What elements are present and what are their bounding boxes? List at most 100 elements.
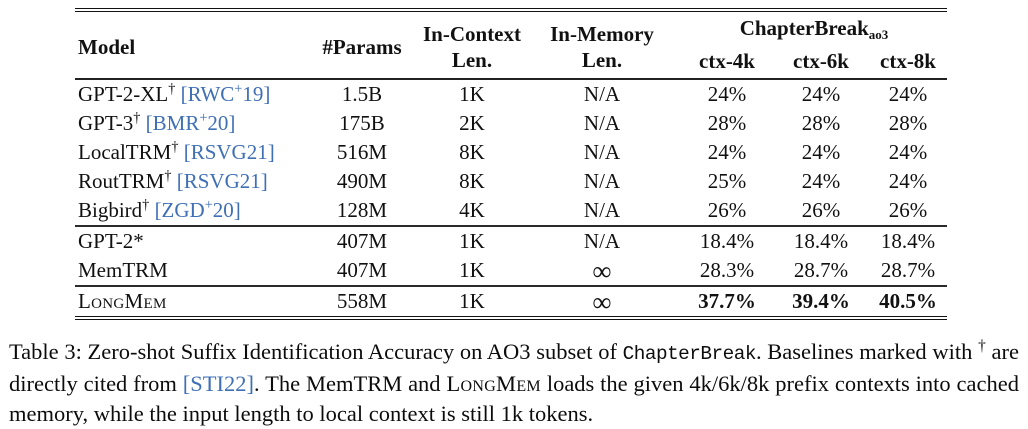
model-cell: LongMem <box>75 285 303 318</box>
cell-ctx-6k: 28.7% <box>793 258 849 282</box>
model-cell: GPT-3† [BMR+20] <box>75 109 303 138</box>
dagger-mark: † <box>168 81 176 97</box>
cell-params: 175B <box>339 111 385 135</box>
table-row: GPT-3† [BMR+20] 175B 2K N/A 28% 28% 28% <box>75 109 947 138</box>
cell-in-memory: ∞ <box>592 255 612 286</box>
cell-in-context: 1K <box>459 258 485 282</box>
chapterbreak-title: ChapterBreak <box>739 16 869 40</box>
cell-in-context: 1K <box>421 285 523 318</box>
cell-ctx-6k: 39.4% <box>773 285 869 318</box>
cell-params: 516M <box>336 140 388 164</box>
caption-smallcaps-text: LongMem <box>446 371 541 396</box>
in-context-line1: In-Context <box>423 21 521 46</box>
cell-in-context: 8K <box>459 140 485 164</box>
col-header-model: Model <box>78 34 136 59</box>
cell-params: 558M <box>303 285 421 318</box>
cell-params: 128M <box>336 198 388 222</box>
dagger-mark: † <box>164 168 172 184</box>
cell-ctx-4k: 24% <box>707 140 747 164</box>
plus-superscript: + <box>204 197 213 213</box>
model-cell: GPT-2* <box>75 225 303 256</box>
model-name: Bigbird <box>78 198 143 222</box>
plus-superscript: + <box>234 81 243 97</box>
cell-ctx-8k: 24% <box>888 140 928 164</box>
cell-params: 407M <box>303 225 421 256</box>
table-row: LocalTRM† [RSVG21] 516M 8K N/A 24% 24% 24% <box>75 138 947 167</box>
caption-text: . Baselines marked with <box>755 339 979 364</box>
cell-ctx-6k: 24% <box>801 82 841 106</box>
caption-mono-text: ChapterBreak <box>622 343 757 365</box>
citation-link[interactable]: [BMR+20] <box>145 110 236 135</box>
caption-text: . The MemTRM and <box>254 371 447 396</box>
cell-in-memory: N/A <box>583 198 621 222</box>
cell-in-memory: N/A <box>583 140 621 164</box>
dagger-mark: † <box>171 139 179 155</box>
model-name: GPT-2* <box>78 229 144 253</box>
cell-ctx-8k: 40.5% <box>869 285 947 318</box>
model-name: RoutTRM <box>78 169 165 193</box>
citation-link[interactable]: [ZGD+20] <box>154 197 241 222</box>
cell-in-memory: ∞ <box>523 285 681 318</box>
model-cell: LocalTRM† [RSVG21] <box>75 138 303 167</box>
cell-ctx-8k: 24% <box>888 169 928 193</box>
cell-in-context: 4K <box>459 198 485 222</box>
citation-link[interactable]: [RWC+19] <box>180 81 271 106</box>
cell-in-memory: N/A <box>583 111 621 135</box>
model-cell: MemTRM <box>75 256 303 286</box>
cell-params: 1.5B <box>341 82 383 106</box>
model-cell: GPT-2-XL† [RWC+19] <box>75 79 303 109</box>
in-memory-line1: In-Memory <box>550 21 654 46</box>
cell-ctx-4k: 28% <box>707 111 747 135</box>
plus-superscript: + <box>199 110 208 126</box>
table-row: GPT-2-XL† [RWC+19] 1.5B 1K N/A 24% 24% 24% <box>75 79 947 109</box>
cell-ctx-8k: 28% <box>888 111 928 135</box>
cell-ctx-8k: 24% <box>888 82 928 106</box>
citation-link[interactable]: [RSVG21] <box>183 140 275 164</box>
model-cell: Bigbird† [ZGD+20] <box>75 196 303 226</box>
in-memory-line2: Len. <box>581 47 623 72</box>
cell-ctx-6k: 28% <box>801 111 841 135</box>
model-name: GPT-2-XL <box>78 82 169 106</box>
cell-ctx-8k: 18.4% <box>869 225 947 256</box>
cell-ctx-4k: 18.4% <box>681 225 773 256</box>
cell-in-context: 1K <box>459 82 485 106</box>
cell-params: 407M <box>336 258 388 282</box>
dagger-mark: † <box>142 197 150 213</box>
cell-in-memory: N/A <box>583 169 621 193</box>
chapterbreak-subscript: ao3 <box>868 27 889 42</box>
table-row: Bigbird† [ZGD+20] 128M 4K N/A 26% 26% 26% <box>75 196 947 226</box>
model-cell: RoutTRM† [RSVG21] <box>75 167 303 196</box>
col-header-chapterbreak: ChapterBreakao3 <box>681 10 947 48</box>
cell-ctx-4k: 24% <box>707 82 747 106</box>
cell-ctx-6k: 24% <box>801 140 841 164</box>
cell-in-memory: N/A <box>523 225 681 256</box>
col-header-ctx-8k: ctx-8k <box>880 49 936 73</box>
cell-ctx-6k: 24% <box>801 169 841 193</box>
model-name: LocalTRM <box>78 140 172 164</box>
cell-ctx-8k: 26% <box>888 198 928 222</box>
model-name: MemTRM <box>78 258 168 282</box>
cell-ctx-4k: 25% <box>707 169 747 193</box>
cell-ctx-4k: 37.7% <box>681 285 773 318</box>
col-header-ctx-6k: ctx-6k <box>793 49 849 73</box>
col-header-params: #Params <box>322 34 402 59</box>
citation-link[interactable]: [RSVG21] <box>176 169 268 193</box>
in-context-line2: Len. <box>451 47 493 72</box>
cell-ctx-4k: 26% <box>707 198 747 222</box>
cell-in-memory: N/A <box>583 82 621 106</box>
caption-citation-link[interactable]: [STI22] <box>182 371 255 396</box>
cell-ctx-4k: 28.3% <box>699 258 755 282</box>
caption-text: Table 3: Zero-shot Suffix Identification… <box>9 339 623 364</box>
caption-text: are directly cited from <box>9 339 1019 396</box>
cell-ctx-6k: 26% <box>801 198 841 222</box>
model-name: LongMem <box>78 289 167 313</box>
cell-in-context: 2K <box>459 111 485 135</box>
